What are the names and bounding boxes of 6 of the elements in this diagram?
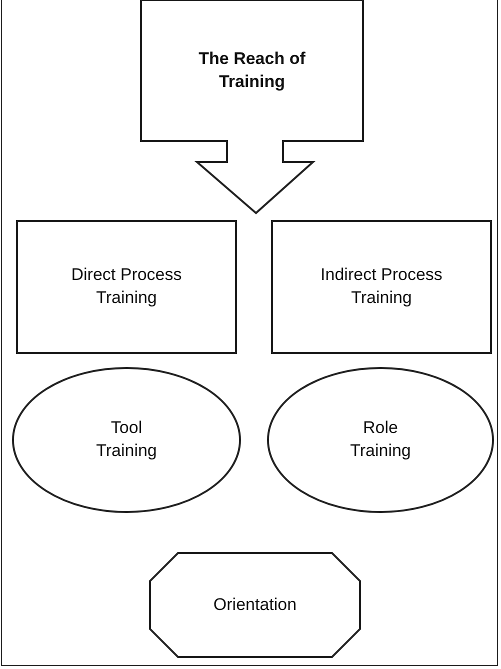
node-label: Role Training [349,417,412,462]
node-label: Indirect Process Training [320,264,444,309]
node-label: Orientation [213,594,297,616]
node-label: Tool Training [95,417,158,462]
node-label: Direct Process Training [70,264,183,309]
node-label: The Reach of Training [198,48,306,93]
